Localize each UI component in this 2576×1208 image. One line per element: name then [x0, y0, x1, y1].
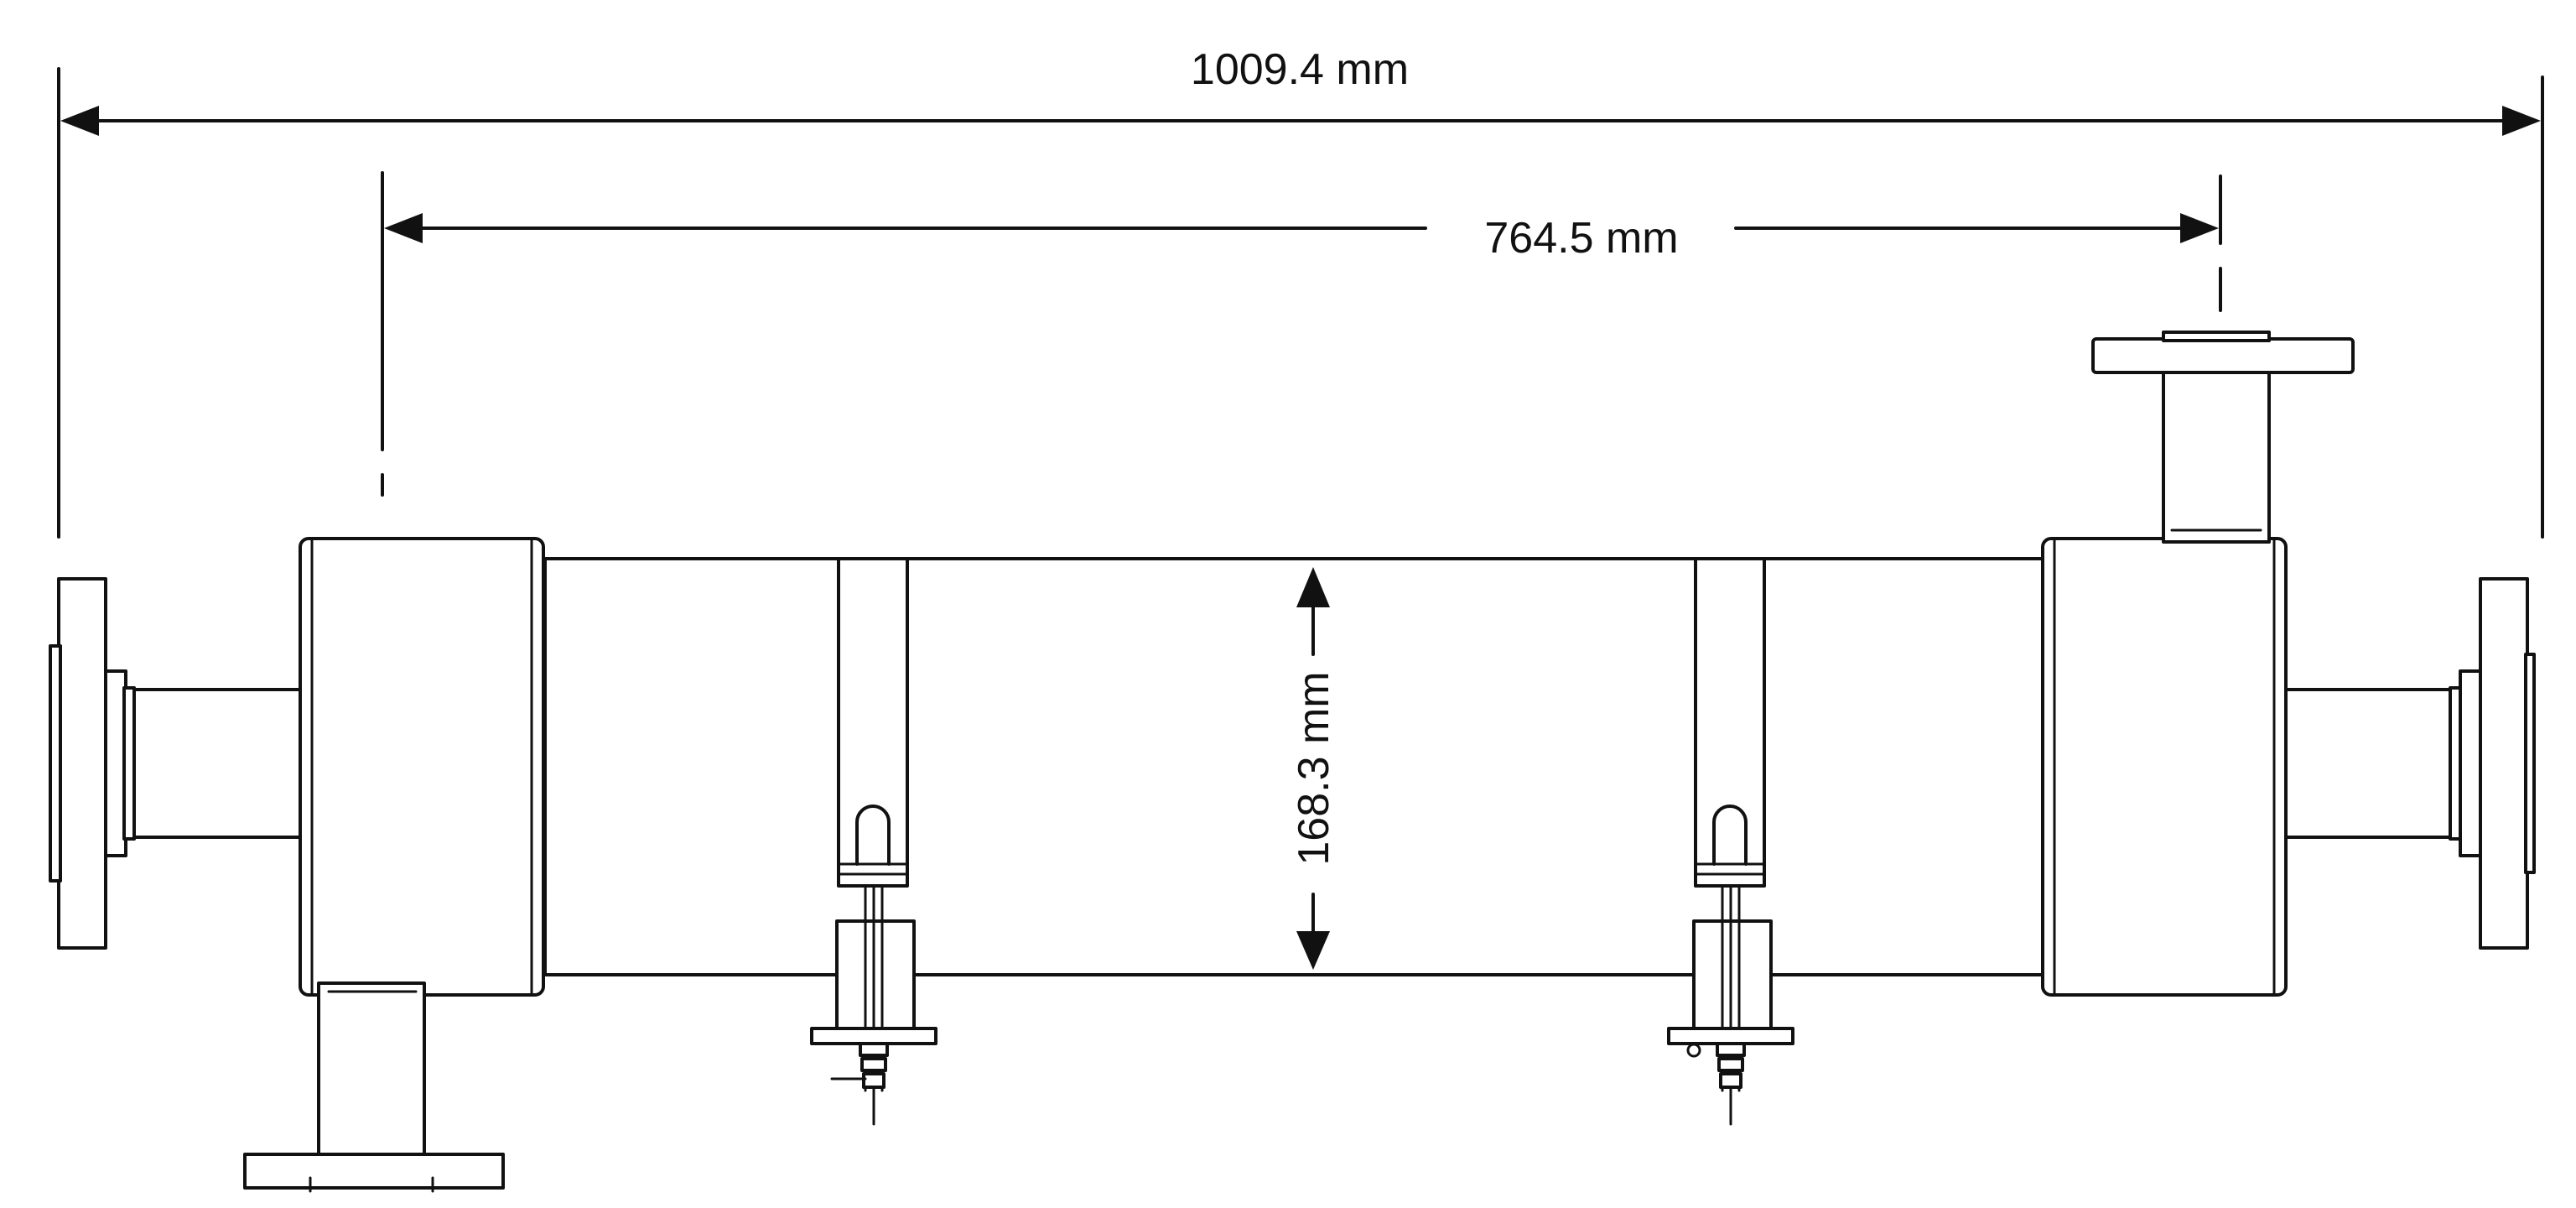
support-bracket-right [1667, 557, 1794, 1126]
nozzle-spacing-label: 764.5 mm [1484, 214, 1678, 263]
left-inlet-nozzle [132, 688, 304, 839]
support-bracket-left [810, 557, 937, 1126]
right-outlet-nozzle [2284, 688, 2454, 839]
nozzle-spacing-dimension: 764.5 mm [381, 171, 2222, 497]
left-header [299, 537, 545, 997]
shell-diameter-dimension: 168.3 mm [1290, 567, 1338, 970]
left-inlet-flange [49, 577, 136, 950]
top-nozzle [2091, 331, 2355, 544]
overall-length-dimension: 1009.4 mm [57, 45, 2544, 539]
overall-length-label: 1009.4 mm [1191, 45, 1409, 94]
right-outlet-flange [2449, 577, 2536, 950]
shell-body [543, 557, 2048, 976]
bottom-nozzle [243, 982, 505, 1193]
shell-diameter-label: 168.3 mm [1290, 671, 1338, 865]
right-header [2041, 537, 2288, 997]
